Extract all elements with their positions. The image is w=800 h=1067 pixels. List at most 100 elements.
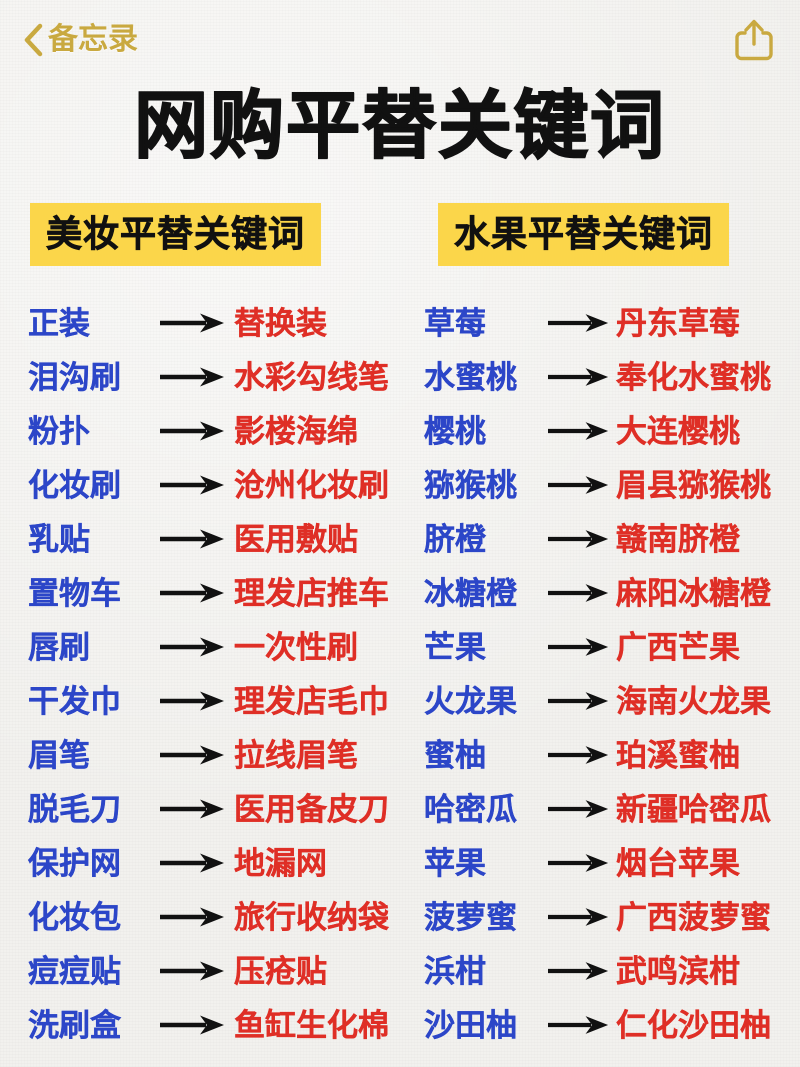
arrow-right-icon xyxy=(548,476,609,494)
arrow-right-icon xyxy=(160,853,224,873)
share-icon[interactable] xyxy=(734,17,774,63)
section-header-row: 美妆平替关键词 水果平替关键词 xyxy=(0,203,800,266)
source-term: 脱毛刀 xyxy=(28,791,121,827)
source-term: 猕猴桃 xyxy=(424,467,517,503)
source-term: 浜柑 xyxy=(424,953,486,989)
source-term: 眉笔 xyxy=(28,737,90,773)
arrow-right-icon xyxy=(160,907,224,927)
keyword-row: 唇刷一次性刷 xyxy=(28,620,400,674)
arrow-right-icon xyxy=(160,421,224,441)
target-term: 海南火龙果 xyxy=(616,683,771,719)
target-term: 医用备皮刀 xyxy=(234,791,389,827)
arrow-right-icon xyxy=(160,745,224,765)
target-term: 烟台苹果 xyxy=(616,845,740,881)
section-header-beauty: 美妆平替关键词 xyxy=(30,203,322,266)
keyword-row: 洗刷盒鱼缸生化棉 xyxy=(28,998,400,1052)
arrow-right-icon xyxy=(160,529,224,549)
arrow-right-icon xyxy=(160,637,224,657)
keyword-row: 脐橙 赣南脐橙 xyxy=(424,512,800,566)
source-term: 脐橙 xyxy=(424,521,486,557)
arrow-right-icon xyxy=(160,691,224,711)
target-term: 丹东草莓 xyxy=(616,305,740,341)
target-term: 医用敷贴 xyxy=(234,521,358,557)
fruit-keyword-list: 草莓 丹东草莓 水蜜桃 奉化水蜜桃 樱桃 大连樱桃 猕猴桃 眉县猕猴桃 脐橙 赣南脐橙 冰… xyxy=(400,296,800,1067)
arrow-right-icon xyxy=(548,962,609,980)
keyword-row: 冰糖橙 麻阳冰糖橙 xyxy=(424,566,800,620)
source-term: 苹果 xyxy=(424,845,486,881)
keyword-row: 保护网地漏网 xyxy=(28,836,400,890)
source-term: 唇刷 xyxy=(28,629,90,665)
source-term: 樱桃 xyxy=(424,413,486,449)
keyword-row: 置物车 理发店推车 xyxy=(28,566,400,620)
arrow-right-icon xyxy=(160,367,224,387)
keyword-row: 乳贴 医用敷贴 xyxy=(28,512,400,566)
source-term: 冰糖橙 xyxy=(424,575,517,611)
target-term: 理发店毛巾 xyxy=(234,683,389,719)
source-term: 正装 xyxy=(28,305,90,341)
arrow-right-icon xyxy=(160,799,224,819)
target-term: 广西芒果 xyxy=(616,629,740,665)
source-term: 置物车 xyxy=(28,575,121,611)
arrow-right-icon xyxy=(548,1016,609,1034)
keyword-row: 沙田柚仁化沙田柚 xyxy=(424,998,800,1052)
back-button[interactable]: 备忘录 xyxy=(22,23,138,57)
arrow-right-icon xyxy=(160,1015,224,1035)
arrow-right-icon xyxy=(548,314,609,332)
navigation-bar: 备忘录 xyxy=(0,0,800,80)
target-term: 理发店推车 xyxy=(234,575,389,611)
keyword-row: 眉笔 拉线眉笔 xyxy=(28,728,400,782)
target-term: 旅行收纳袋 xyxy=(234,899,389,935)
target-term: 赣南脐橙 xyxy=(616,521,740,557)
target-term: 鱼缸生化棉 xyxy=(234,1007,389,1043)
keyword-row: 菠萝蜜 广西菠萝蜜 xyxy=(424,890,800,944)
target-term: 替换装 xyxy=(234,305,327,341)
keyword-row: 水蜜桃 奉化水蜜桃 xyxy=(424,350,800,404)
arrow-right-icon xyxy=(548,854,609,872)
source-term: 沙田柚 xyxy=(424,1007,517,1043)
source-term: 干发巾 xyxy=(28,683,121,719)
target-term: 影楼海绵 xyxy=(234,413,358,449)
arrow-right-icon xyxy=(548,422,609,440)
arrow-right-icon xyxy=(548,368,609,386)
keyword-columns: 正装替换装 泪沟刷水彩勾线笔 粉扑影楼海绵 化妆刷沧州化妆刷 乳贴医用敷贴 置物… xyxy=(0,296,800,1067)
source-term: 乳贴 xyxy=(28,521,90,557)
arrow-right-icon xyxy=(160,313,224,333)
keyword-row: 脱毛刀 医用备皮刀 xyxy=(28,782,400,836)
arrow-right-icon xyxy=(548,746,609,764)
keyword-row: 化妆刷 沧州化妆刷 xyxy=(28,458,400,512)
source-term: 保护网 xyxy=(28,845,121,881)
section-header-fruit: 水果平替关键词 xyxy=(438,203,730,266)
arrow-right-icon xyxy=(548,584,609,602)
keyword-row: 猕猴桃 眉县猕猴桃 xyxy=(424,458,800,512)
arrow-right-icon xyxy=(160,961,224,981)
source-term: 哈密瓜 xyxy=(424,791,517,827)
target-term: 奉化水蜜桃 xyxy=(616,359,771,395)
source-term: 蜜柚 xyxy=(424,737,486,773)
keyword-row: 正装 替换装 xyxy=(28,296,400,350)
target-term: 大连樱桃 xyxy=(616,413,740,449)
keyword-row: 芒果 广西芒果 xyxy=(424,620,800,674)
target-term: 眉县猕猴桃 xyxy=(616,467,771,503)
target-term: 麻阳冰糖橙 xyxy=(616,575,771,611)
page-title: 网购平替关键词 xyxy=(133,83,666,169)
keyword-row: 草莓 丹东草莓 xyxy=(424,296,800,350)
target-term: 珀溪蜜柚 xyxy=(616,737,740,773)
target-term: 水彩勾线笔 xyxy=(234,359,389,395)
source-term: 水蜜桃 xyxy=(424,359,517,395)
keyword-row: 痘痘贴压疮贴 xyxy=(28,944,400,998)
target-term: 广西菠萝蜜 xyxy=(616,899,771,935)
source-term: 芒果 xyxy=(424,629,486,665)
source-term: 菠萝蜜 xyxy=(424,899,517,935)
keyword-row: 干发巾 理发店毛巾 xyxy=(28,674,400,728)
source-term: 痘痘贴 xyxy=(28,953,121,989)
keyword-row: 哈密瓜新疆哈密瓜 xyxy=(424,782,800,836)
source-term: 化妆刷 xyxy=(28,467,121,503)
target-term: 拉线眉笔 xyxy=(234,737,358,773)
keyword-row: 化妆包 旅行收纳袋 xyxy=(28,890,400,944)
chevron-left-icon xyxy=(24,23,43,57)
beauty-keyword-list: 正装替换装 泪沟刷水彩勾线笔 粉扑影楼海绵 化妆刷沧州化妆刷 乳贴医用敷贴 置物… xyxy=(0,296,400,1067)
target-term: 武鸣滨柑 xyxy=(616,953,740,989)
source-term: 化妆包 xyxy=(28,899,121,935)
source-term: 草莓 xyxy=(424,305,486,341)
target-term: 沧州化妆刷 xyxy=(234,467,389,503)
